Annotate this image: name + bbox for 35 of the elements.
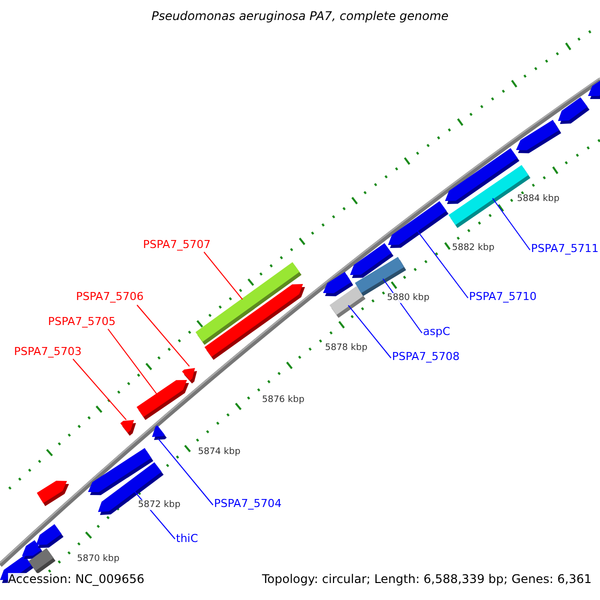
gene-label: PSPA7_5711 [531,243,599,256]
gene-label: PSPA7_5707 [143,239,211,252]
gene-label: PSPA7_5703 [14,346,82,359]
kbp-label: 5882 kbp [452,243,494,254]
accession-text: Accession: NC_009656 [8,573,144,587]
gene-feature [120,420,136,436]
kbp-label: 5880 kbp [387,293,430,304]
gene-label: PSPA7_5705 [48,316,116,329]
gene-bar [196,262,302,345]
gene-label: thiC [176,533,198,546]
kbp-label: 5874 kbp [198,447,240,458]
kbp-label: 5876 kbp [262,395,304,406]
kbp-label: 5872 kbp [138,500,180,510]
leader-line [72,358,127,420]
gene-label: aspC [423,326,450,339]
gene-label: PSPA7_5706 [76,291,144,304]
gene-feature [388,201,448,248]
gene-bar [330,286,366,318]
kbp-label: 5878 kbp [325,343,368,354]
genome-summary-text: Topology: circular; Length: 6,588,339 bp; Genes: 6,361 [262,573,592,587]
kbp-label: 5884 kbp [517,194,560,204]
leader-line [204,252,243,300]
gene-label: PSPA7_5710 [469,291,537,304]
leader-line [136,304,190,367]
diagram-title: Pseudomonas aeruginosa PA7, complete genome [150,10,450,24]
leader-line [416,230,468,298]
leader-line [158,438,214,506]
gene-feature [152,425,167,440]
leader-line [492,198,530,250]
gene-label: PSPA7_5704 [214,498,282,511]
leader-line [108,328,158,395]
gene-feature [136,380,189,420]
gene-label: PSPA7_5708 [392,351,460,364]
leader-line [348,304,392,358]
kbp-label: 5870 kbp [77,554,120,564]
